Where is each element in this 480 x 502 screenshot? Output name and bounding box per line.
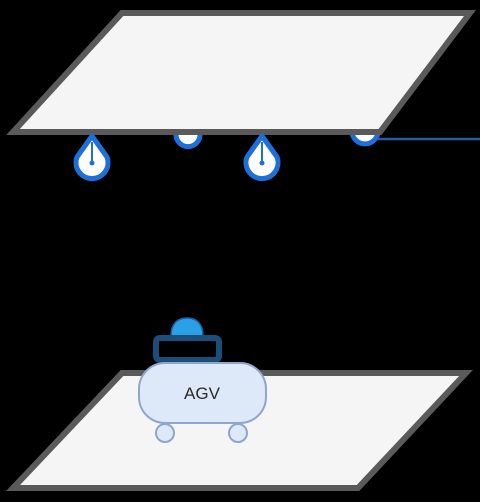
- agv-handle: [153, 335, 222, 363]
- sensor-icon: [243, 133, 281, 181]
- wheel-icon: [228, 423, 248, 443]
- agv-label: AGV: [184, 384, 221, 403]
- floor-group: AGV: [6, 317, 473, 491]
- sensor-icon: [73, 133, 111, 181]
- wheel-icon: [155, 423, 175, 443]
- ceiling-group: [6, 10, 480, 181]
- agv-robot: AGV: [138, 317, 267, 443]
- agv-body: [138, 362, 267, 424]
- beacon-dome-icon: [170, 317, 204, 337]
- ceiling-plane: [6, 10, 477, 135]
